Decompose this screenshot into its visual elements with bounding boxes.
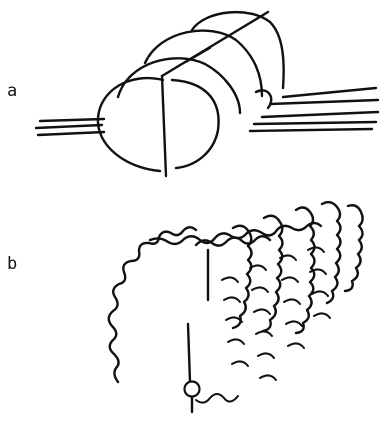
inner-wave-3	[280, 255, 304, 348]
wavy-lobe-back-5	[345, 205, 363, 291]
lobe-front	[98, 78, 163, 171]
front-lower-wave	[196, 394, 238, 403]
wire-right-5	[250, 129, 372, 131]
wavy-front-outline	[109, 227, 196, 382]
lobe-front-right	[172, 80, 219, 168]
panel-label-a: a	[7, 83, 17, 100]
side-bump	[256, 90, 271, 108]
inner-wave-2	[250, 265, 276, 380]
wire-right-4	[254, 122, 376, 124]
diagonal-seam	[162, 12, 268, 76]
panel-a-drawing	[36, 12, 378, 176]
wire-right-1	[283, 88, 376, 97]
wire-left-3	[38, 132, 104, 135]
wire-left-2	[36, 125, 102, 128]
wire-right-3	[262, 112, 378, 117]
panel-b-drawing	[109, 202, 363, 412]
cut-line	[162, 76, 166, 176]
wire-right-2	[270, 100, 378, 104]
wire-left-1	[40, 119, 104, 121]
seam-short	[186, 48, 210, 62]
panel-label-b: b	[7, 256, 17, 273]
inner-wave-1	[222, 277, 248, 366]
probe-line	[188, 324, 190, 382]
probe-knob	[185, 382, 200, 397]
